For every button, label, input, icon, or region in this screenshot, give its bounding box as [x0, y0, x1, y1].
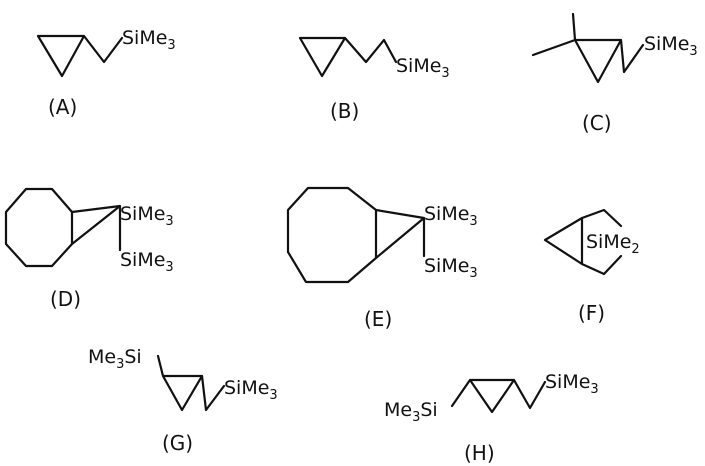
compound-c-group-1: SiMe3 — [644, 33, 698, 59]
compound-h-group-1: Me3Si — [384, 399, 438, 425]
compound-d-label: (D) — [50, 287, 81, 311]
compound-g: Me3Si SiMe3 (G) — [88, 346, 278, 455]
compound-e-group-1: SiMe3 — [424, 203, 478, 229]
compound-c: SiMe3 (C) — [531, 12, 698, 135]
compound-g-group-2: SiMe3 — [224, 377, 278, 403]
compound-e-group-2: SiMe3 — [424, 255, 478, 281]
compound-b-group-1: SiMe3 — [396, 55, 450, 81]
compound-d: SiMe3 SiMe3 (D) — [4, 187, 174, 311]
compound-b: SiMe3 (B) — [298, 36, 450, 123]
compound-e: SiMe3 SiMe3 (E) — [286, 186, 478, 331]
compound-b-label: (B) — [330, 99, 359, 123]
compound-c-bonds — [531, 12, 645, 84]
compound-a-bonds — [36, 34, 124, 78]
compound-c-label: (C) — [582, 111, 612, 135]
compound-h-group-2: SiMe3 — [545, 371, 599, 397]
compound-e-label: (E) — [364, 307, 392, 331]
compound-f-group-1: SiMe2 — [586, 231, 640, 257]
compound-e-bonds — [286, 186, 426, 284]
compound-g-label: (G) — [162, 431, 193, 455]
compound-g-group-1: Me3Si — [88, 346, 142, 372]
compound-a-group-1: SiMe3 — [122, 27, 176, 53]
compound-h-bonds — [450, 378, 547, 414]
compound-g-bonds — [156, 354, 226, 412]
compound-f-bonds — [543, 208, 623, 276]
compound-f-label: (F) — [578, 301, 605, 325]
compound-a: SiMe3 (A) — [36, 27, 176, 119]
compound-d-group-2: SiMe3 — [120, 249, 174, 275]
compound-f: SiMe2 (F) — [543, 208, 640, 325]
compound-h-label: (H) — [464, 441, 495, 465]
compound-b-bonds — [298, 36, 398, 78]
compound-d-bonds — [4, 187, 122, 268]
compound-a-label: (A) — [48, 95, 77, 119]
compound-d-group-1: SiMe3 — [120, 203, 174, 229]
compound-h: Me3Si SiMe3 (H) — [384, 371, 599, 465]
